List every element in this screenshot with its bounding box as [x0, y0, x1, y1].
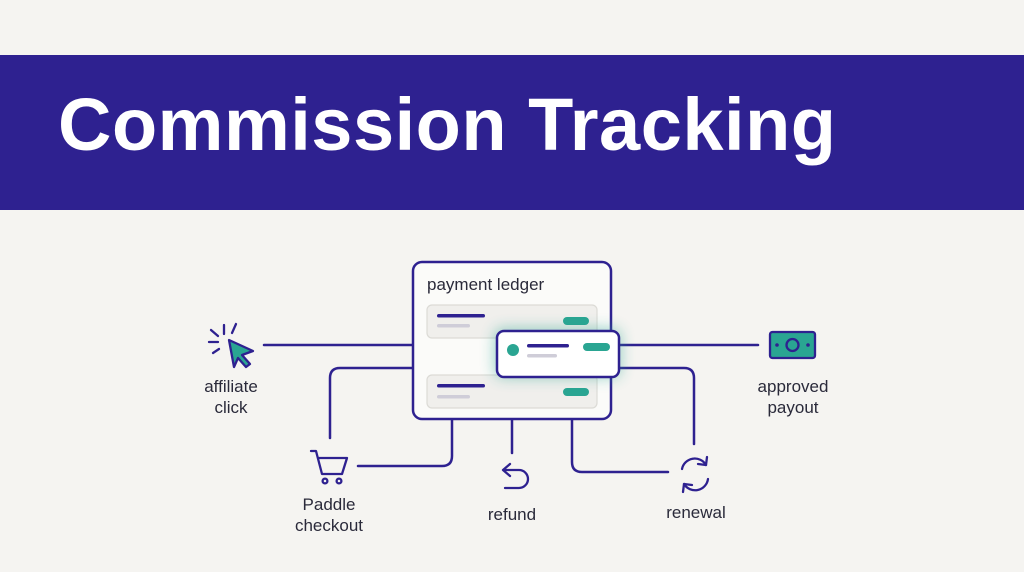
node-label: approved: [757, 377, 829, 396]
renewal-refresh-icon: [680, 455, 710, 494]
connector-renewal-loop: [618, 366, 696, 446]
title-banner: [0, 55, 1024, 210]
node-label: affiliate: [204, 377, 258, 396]
connector-checkout-split: [328, 366, 415, 440]
highlighted-ledger-entry: [495, 329, 621, 379]
refund-arrow-icon: [501, 462, 530, 490]
node-approved-payout: approved payout: [743, 376, 843, 418]
node-affiliate-click: affiliate click: [186, 376, 276, 418]
node-paddle-checkout: Paddle checkout: [279, 494, 379, 536]
node-label: renewal: [666, 503, 726, 522]
ledger-row: [426, 374, 598, 409]
cursor-click-icon: [207, 322, 255, 369]
connector-checkout-to-ledger: [356, 418, 454, 468]
banknote-icon: [768, 330, 817, 360]
status-dot: [507, 344, 519, 356]
node-label: refund: [487, 505, 537, 524]
node-label: Paddle: [302, 495, 356, 514]
node-label: checkout: [294, 516, 364, 535]
ledger-title: payment ledger: [427, 275, 545, 294]
node-renewal: renewal: [651, 502, 741, 523]
connector-renewal-to-ledger: [570, 418, 670, 474]
node-label: click: [214, 398, 248, 417]
page-title: Commission Tracking: [58, 83, 837, 166]
node-refund: refund: [472, 504, 552, 525]
shopping-cart-icon: [309, 449, 349, 485]
node-label: payout: [767, 398, 819, 417]
